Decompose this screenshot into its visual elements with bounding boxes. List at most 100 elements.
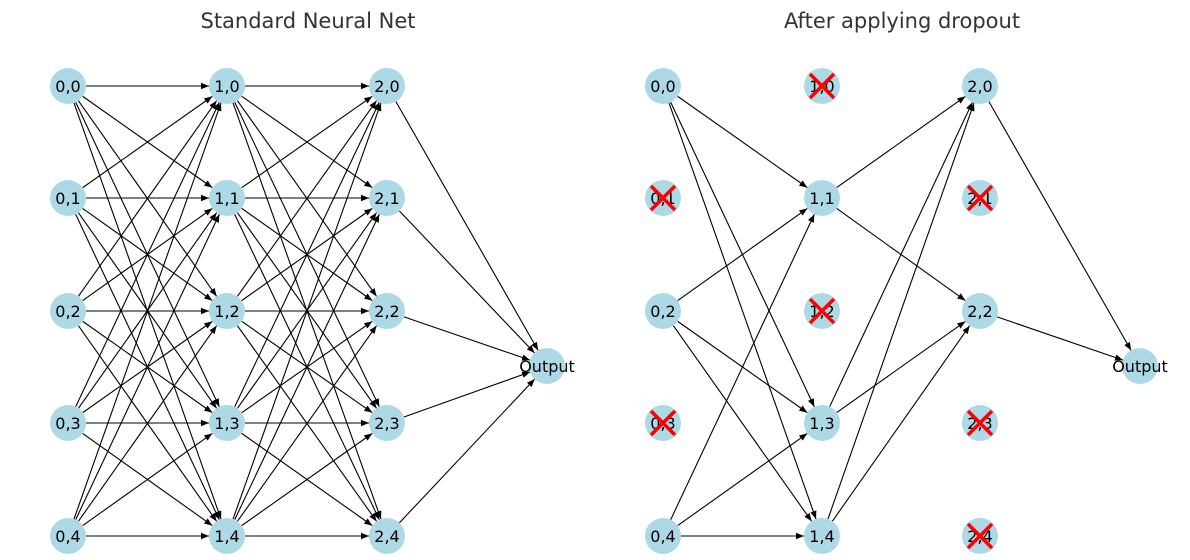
edge-dropout-1-3-to-2-2 [836,320,966,414]
edge-standard-0-4-to-1-0 [73,102,222,520]
edge-dropout-1-1-to-2-0 [836,95,966,189]
node-circle [50,293,86,329]
edge-standard-0-4-to-1-3 [82,432,213,527]
node-circle [209,518,245,554]
node-standard-2-1: 2,1 [369,180,405,216]
edges-layer [73,82,1132,540]
dropout-cross-mark [649,184,677,212]
edge-standard-1-2-to-2-0 [236,100,378,297]
node-label: 0,4 [650,527,675,546]
edge-standard-2-2-to-output [403,316,531,361]
node-standard-2-0: 2,0 [369,68,405,104]
dropout-cross-mark [808,297,836,325]
node-label: 0,4 [55,527,80,546]
node-label: 1,1 [809,189,834,208]
node-circle [50,405,86,441]
edge-standard-1-4-to-2-1 [234,214,380,520]
node-circle [962,68,998,104]
node-label: 1,2 [214,302,239,321]
panel-title-dropout: After applying dropout [784,9,1020,33]
edge-standard-2-1-to-output [399,210,535,354]
node-dropout-0-4: 0,4 [645,518,681,554]
edge-standard-0-4-to-1-2 [77,325,218,522]
node-circle [1122,348,1158,384]
node-label: 1,1 [214,189,239,208]
edge-dropout-0-2-to-1-4 [672,325,813,522]
node-label: 1,4 [809,527,834,546]
node-circle [804,405,840,441]
node-standard-1-1: 1,1 [209,180,245,216]
node-label: 2,1 [374,189,399,208]
node-circle [369,68,405,104]
node-dropout-1-0: 1,0 [804,68,840,104]
node-label: 0,0 [650,77,675,96]
node-standard-0-3: 0,3 [50,405,86,441]
edge-standard-1-3-to-2-0 [234,102,380,407]
node-standard-1-2: 1,2 [209,293,245,329]
node-circle [209,180,245,216]
node-standard-2-3: 2,3 [369,405,405,441]
node-label: 2,0 [374,77,399,96]
node-circle [50,68,86,104]
edge-standard-1-4-to-2-3 [241,432,373,527]
node-dropout-0-3: 0,3 [645,405,681,441]
edge-standard-2-4-to-output [398,378,536,524]
edge-standard-1-1-to-2-0 [241,95,373,189]
edge-dropout-0-4-to-1-3 [677,432,808,527]
node-dropout-2-1: 2,1 [962,180,998,216]
edge-dropout-2-2-to-output [996,316,1124,361]
node-circle [50,518,86,554]
node-dropout-1-4: 1,4 [804,518,840,554]
node-dropout-0-2: 0,2 [645,293,681,329]
node-dropout-1-1: 1,1 [804,180,840,216]
panel-title-standard: Standard Neural Net [200,9,415,33]
node-label: 2,3 [374,414,399,433]
node-label: 2,2 [967,302,992,321]
node-circle [369,293,405,329]
dropout-cross-mark [966,409,994,437]
node-circle [804,518,840,554]
node-label: 0,2 [55,302,80,321]
node-standard-0-0: 0,0 [50,68,86,104]
node-dropout-1-2: 1,2 [804,293,840,329]
nodes-layer: 0,00,10,20,30,41,01,11,21,31,42,02,12,22… [50,68,1168,554]
node-circle [804,180,840,216]
node-circle [209,293,245,329]
node-standard-1-4: 1,4 [209,518,245,554]
node-label: 0,3 [55,414,80,433]
node-label: 0,1 [55,189,80,208]
edge-standard-0-1-to-1-0 [82,95,213,189]
node-standard-0-1: 0,1 [50,180,86,216]
node-circle [369,518,405,554]
edge-standard-2-0-to-output [395,101,539,351]
node-label: 0,2 [650,302,675,321]
node-standard-output: Output [519,348,575,384]
node-label: 1,0 [214,77,239,96]
edge-dropout-1-3-to-2-0 [829,102,973,407]
edge-standard-2-3-to-output [403,371,531,418]
node-dropout-2-4: 2,4 [962,518,998,554]
edge-dropout-2-0-to-output [988,101,1132,351]
node-standard-0-4: 0,4 [50,518,86,554]
dropout-cross-mark [966,522,994,550]
node-circle [369,405,405,441]
node-circle [50,180,86,216]
node-dropout-0-1: 0,1 [645,180,681,216]
node-circle [645,68,681,104]
node-circle [645,518,681,554]
node-label: Output [519,357,575,376]
edge-dropout-0-0-to-1-1 [677,95,808,189]
node-standard-0-2: 0,2 [50,293,86,329]
node-circle [209,68,245,104]
node-standard-2-4: 2,4 [369,518,405,554]
node-label: 2,0 [967,77,992,96]
node-dropout-2-0: 2,0 [962,68,998,104]
node-standard-1-0: 1,0 [209,68,245,104]
node-circle [962,293,998,329]
node-dropout-0-0: 0,0 [645,68,681,104]
node-dropout-2-2: 2,2 [962,293,998,329]
node-label: 2,2 [374,302,399,321]
edge-standard-1-4-to-2-0 [232,102,382,520]
